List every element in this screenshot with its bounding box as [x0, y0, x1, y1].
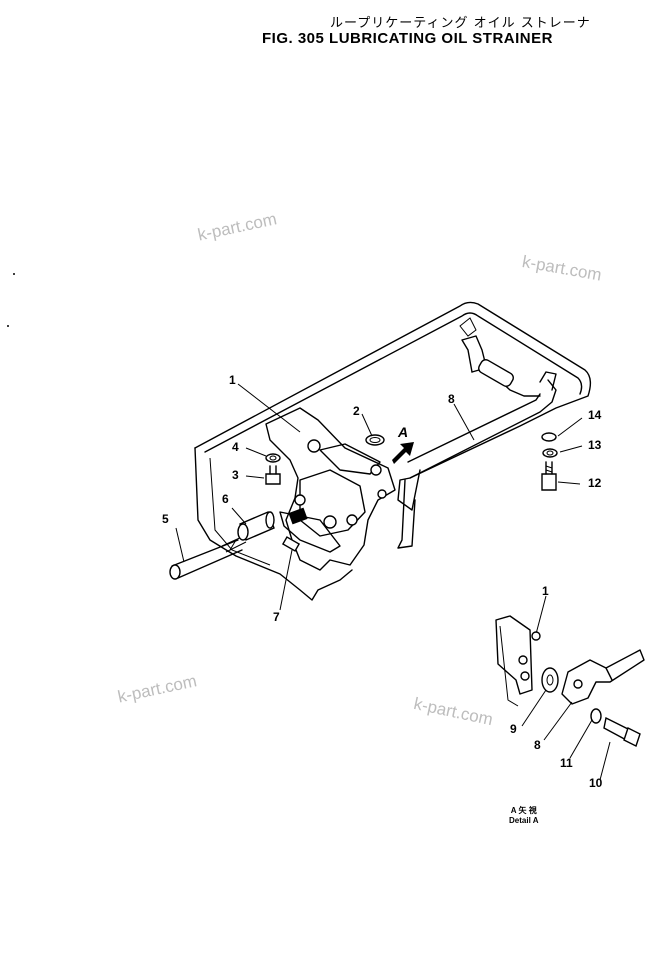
detail-a-view	[495, 615, 645, 747]
oil-pan	[194, 301, 592, 601]
sleeve	[237, 511, 275, 541]
gasket-2	[365, 434, 385, 446]
callout-12: 12	[588, 476, 602, 490]
leader-lines	[175, 383, 611, 781]
gasket-9	[541, 667, 559, 693]
detail-caption: A 矢 視 Detail A	[509, 806, 539, 826]
detail-callout-9: 9	[510, 722, 517, 736]
view-arrow-label: A	[398, 424, 409, 440]
callout-1: 1	[229, 373, 236, 387]
callout-3: 3	[232, 468, 239, 482]
detail-callout-1: 1	[542, 584, 549, 598]
pin	[281, 536, 301, 552]
bolt-12	[541, 461, 557, 491]
washer-13	[542, 448, 558, 458]
detail-callout-10: 10	[589, 776, 603, 790]
title-japanese: ループリケーティング オイル ストレーナ	[330, 16, 591, 31]
detail-caption-en: Detail A	[509, 816, 539, 825]
title-english: FIG. 305 LUBRICATING OIL STRAINER	[262, 30, 553, 47]
callout-4: 4	[232, 440, 239, 454]
washer-4	[265, 453, 281, 463]
view-arrow-icon	[392, 442, 414, 464]
detail-caption-jp: A 矢 視	[510, 806, 537, 815]
callout-2: 2	[353, 404, 360, 418]
suction-pipe	[407, 335, 557, 479]
callout-14: 14	[588, 408, 602, 422]
detail-callout-8: 8	[534, 738, 541, 752]
callout-13: 13	[588, 438, 602, 452]
washer-14	[541, 432, 557, 442]
washer-11	[590, 708, 602, 724]
callout-8: 8	[448, 392, 455, 406]
bolt-3	[265, 465, 281, 485]
stud-bolt	[169, 535, 247, 580]
strainer-body	[265, 407, 396, 571]
callout-7: 7	[273, 610, 280, 624]
detail-callout-11: 11	[560, 756, 573, 770]
callout-5: 5	[162, 512, 169, 526]
callout-6: 6	[222, 492, 229, 506]
